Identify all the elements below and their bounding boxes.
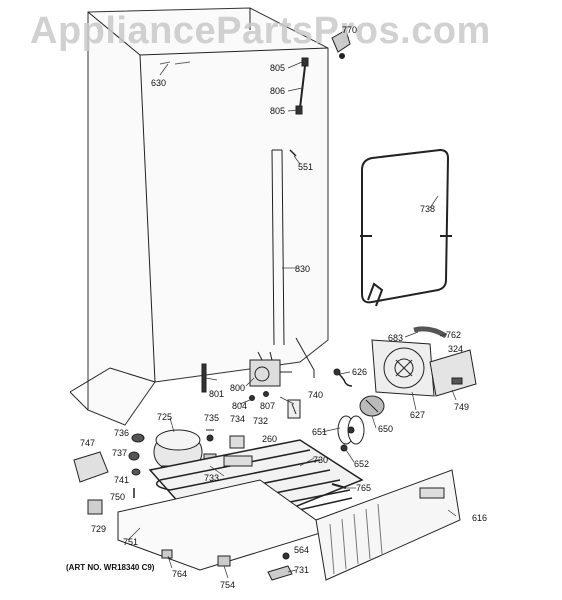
nut-652 — [340, 444, 348, 452]
part-label-805a: 805 — [270, 63, 286, 73]
part-label-733: 733 — [204, 473, 220, 483]
tube-683 — [413, 326, 448, 339]
part-label-751: 751 — [123, 537, 139, 547]
screw-564 — [282, 552, 290, 560]
part-label-754: 754 — [220, 580, 236, 590]
part-label-800: 800 — [230, 383, 246, 393]
art-number: (ART NO. WR18340 C9) — [66, 563, 155, 572]
box-747 — [73, 451, 109, 483]
part-765 — [331, 483, 347, 489]
part-label-804: 804 — [232, 401, 248, 411]
part-label-741: 741 — [114, 475, 130, 485]
part-label-765: 765 — [356, 483, 372, 493]
part-label-736: 736 — [114, 428, 130, 438]
part-label-551: 551 — [298, 162, 314, 172]
part-label-683: 683 — [388, 333, 404, 343]
part-729 — [87, 499, 103, 515]
fan-blade-651 — [337, 415, 365, 445]
part-label-731: 731 — [294, 565, 310, 575]
part-736 — [131, 433, 145, 443]
heater-loop-738 — [360, 148, 452, 307]
part-label-740: 740 — [308, 390, 324, 400]
part-741 — [131, 468, 141, 476]
part-737 — [128, 451, 140, 461]
part-735 — [206, 429, 214, 442]
tube-801 — [201, 363, 207, 393]
part-label-764: 764 — [172, 569, 188, 579]
part-label-730: 730 — [313, 455, 329, 465]
part-label-729: 729 — [91, 524, 107, 534]
cabinet-back — [69, 7, 329, 426]
part-754 — [217, 555, 231, 567]
part-label-770: 770 — [342, 25, 358, 35]
part-label-734: 734 — [230, 414, 246, 424]
part-label-627: 627 — [410, 410, 426, 420]
motor-650 — [359, 395, 385, 417]
screw-551 — [289, 149, 297, 157]
screw-804 — [249, 395, 255, 401]
part-label-725: 725 — [157, 412, 173, 422]
part-label-750: 750 — [110, 492, 126, 502]
part-label-749: 749 — [454, 402, 470, 412]
part-label-732: 732 — [253, 416, 269, 426]
part-label-630: 630 — [151, 78, 167, 88]
part-label-650: 650 — [378, 424, 394, 434]
board-749 — [429, 349, 477, 397]
pan-751 — [117, 479, 332, 571]
part-label-805b: 805 — [270, 106, 286, 116]
part-label-806: 806 — [270, 86, 286, 96]
part-label-616: 616 — [472, 513, 488, 523]
part-label-652: 652 — [354, 459, 370, 469]
part-label-260: 260 — [262, 434, 278, 444]
part-label-651: 651 — [312, 427, 328, 437]
part-731 — [267, 565, 293, 581]
cover-616 — [315, 469, 461, 581]
part-260 — [223, 455, 253, 467]
part-label-738: 738 — [420, 204, 436, 214]
part-label-564: 564 — [294, 545, 310, 555]
part-764 — [161, 549, 173, 559]
part-label-324: 324 — [448, 344, 464, 354]
part-label-626: 626 — [352, 367, 368, 377]
part-734 — [229, 435, 245, 449]
part-label-807: 807 — [260, 401, 276, 411]
part-label-801: 801 — [209, 389, 225, 399]
bracket-770 — [331, 29, 351, 59]
part-label-830: 830 — [295, 264, 311, 274]
part-label-747: 747 — [80, 438, 96, 448]
screw-807 — [263, 391, 269, 397]
clamp-740 — [287, 399, 301, 419]
cord-626 — [333, 368, 353, 387]
part-label-737: 737 — [112, 448, 128, 458]
fan-shroud-627 — [371, 339, 435, 397]
leader-lines — [127, 61, 457, 579]
watermark-text: AppliancePartsPros.com — [30, 10, 491, 52]
part-label-762: 762 — [446, 330, 462, 340]
valve-800 — [249, 351, 292, 387]
part-label-735: 735 — [204, 413, 220, 423]
